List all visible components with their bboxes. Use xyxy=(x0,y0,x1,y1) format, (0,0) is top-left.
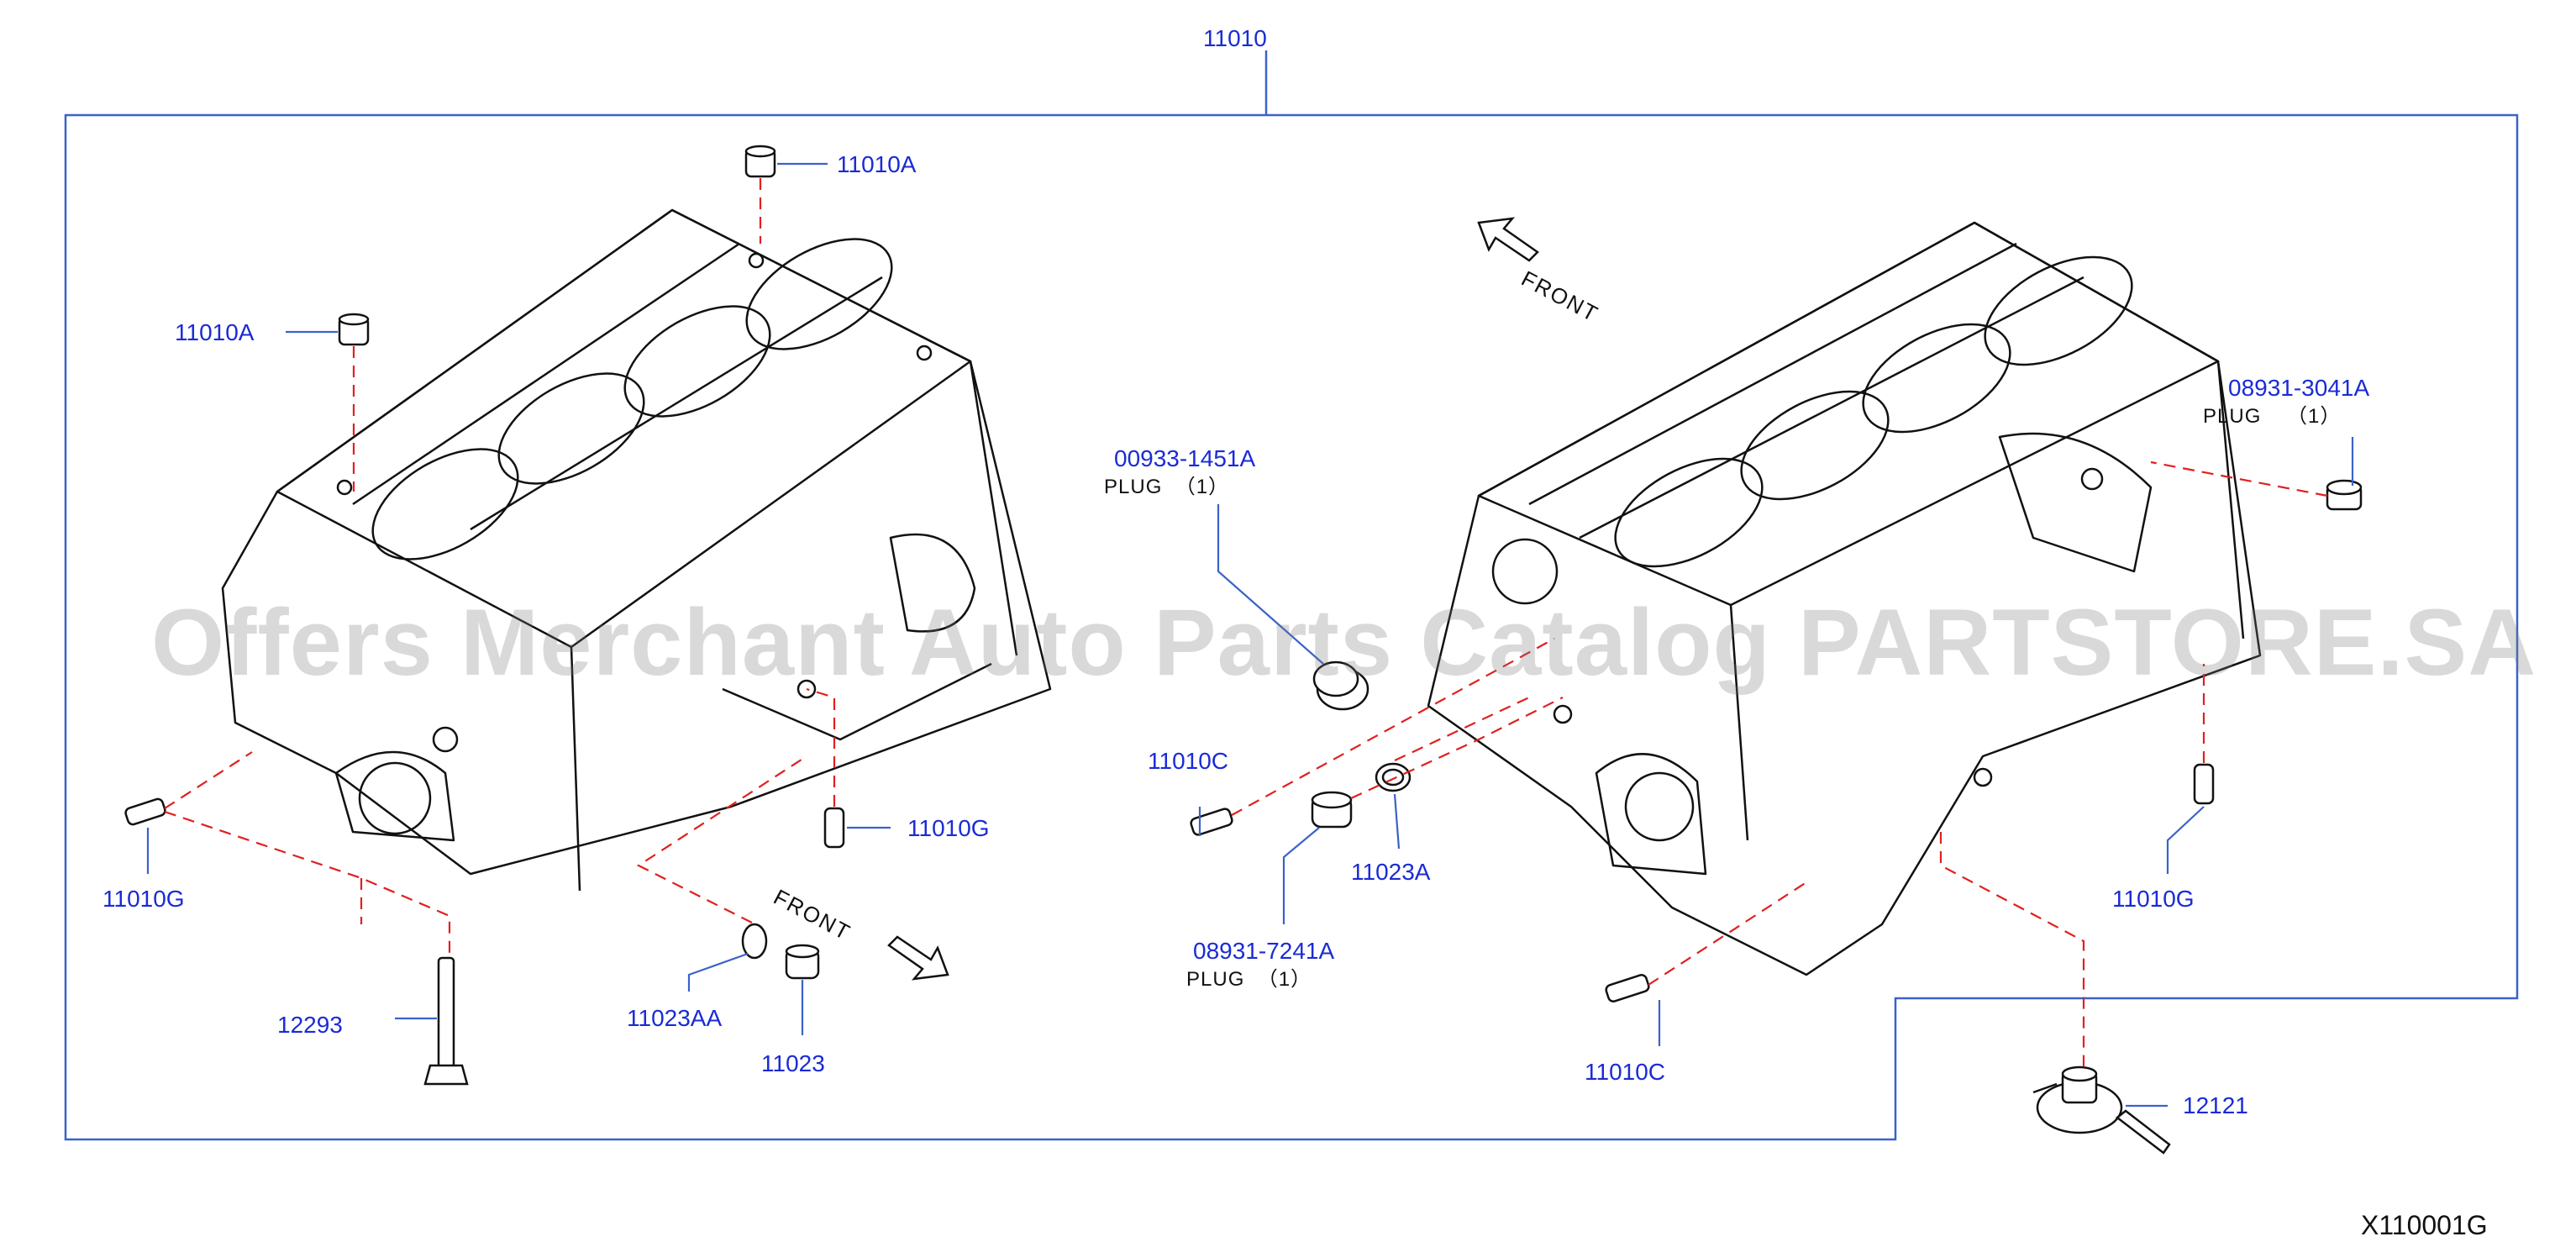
diagram-code: X110001G xyxy=(2361,1210,2488,1240)
front-arrow-icon-left xyxy=(887,935,949,981)
plug-00933-1451A[interactable] xyxy=(1312,660,1369,711)
dowel-11010C-b[interactable] xyxy=(1605,974,1650,1002)
knock-sensor-12121[interactable] xyxy=(2032,1065,2171,1155)
dowel-11010G-mid[interactable] xyxy=(823,807,845,849)
plug-text: PLUG xyxy=(1186,968,1245,991)
callout-11010G-mid[interactable]: 11010G xyxy=(907,815,990,841)
dashed-relation-lines xyxy=(164,178,2328,1072)
callout-08931-3041A[interactable]: 08931-3041A xyxy=(2228,375,2370,401)
callout-leaders xyxy=(146,162,2354,1108)
callout-11023A[interactable]: 11023A xyxy=(1351,859,1431,885)
front-arrow-icon-right xyxy=(1477,217,1539,262)
callout-11010C-a[interactable]: 11010C xyxy=(1148,748,1229,774)
callout-12293[interactable]: 12293 xyxy=(277,1012,343,1038)
callout-11010G-right[interactable]: 11010G xyxy=(2112,886,2195,912)
plug-label-00933: PLUG （1） xyxy=(1104,477,1229,497)
assembly-part-number[interactable]: 11010 xyxy=(1203,25,1267,51)
watermark: Offers Merchant Auto Parts Catalog PARTS… xyxy=(151,590,2537,695)
right-cylinder-block[interactable] xyxy=(1427,221,2262,976)
washer-11023A[interactable] xyxy=(1375,762,1412,792)
callout-00933-1451A[interactable]: 00933-1451A xyxy=(1114,445,1256,471)
callout-11010C-b[interactable]: 11010C xyxy=(1585,1059,1666,1085)
dowel-11010G-right[interactable] xyxy=(2193,763,2215,805)
plug-08931-3041A[interactable] xyxy=(2326,479,2363,511)
qty-text: （1） xyxy=(1175,476,1230,498)
callout-11010G-left[interactable]: 11010G xyxy=(103,886,185,912)
plug-text: PLUG xyxy=(1104,476,1163,498)
assembly-frame xyxy=(64,113,2519,1141)
callout-11023AA[interactable]: 11023AA xyxy=(627,1005,723,1031)
plug-label-08931-3041: PLUG （1） xyxy=(2203,407,2341,427)
bushing-11023[interactable] xyxy=(785,944,820,980)
dowel-11010A-left[interactable] xyxy=(338,313,370,346)
callout-11010A-left[interactable]: 11010A xyxy=(175,319,255,345)
qty-text: （1） xyxy=(1257,968,1312,991)
callout-12121[interactable]: 12121 xyxy=(2183,1092,2248,1118)
plug-08931-7241A[interactable] xyxy=(1311,791,1353,829)
plug-text: PLUG xyxy=(2203,405,2262,428)
callout-11023[interactable]: 11023 xyxy=(761,1050,825,1076)
plug-label-08931-7241: PLUG （1） xyxy=(1186,970,1312,990)
dowel-11010A-top[interactable] xyxy=(744,145,776,178)
dowel-11010G-left[interactable] xyxy=(124,797,166,826)
callout-08931-7241A[interactable]: 08931-7241A xyxy=(1193,938,1335,964)
callout-11010A-top[interactable]: 11010A xyxy=(837,151,917,177)
qty-text: （1） xyxy=(2287,405,2342,428)
left-cylinder-block[interactable] xyxy=(221,208,1052,892)
dowel-11010C-a[interactable] xyxy=(1190,808,1233,836)
seal-11023AA[interactable] xyxy=(741,923,768,960)
bolt-12293[interactable] xyxy=(423,956,469,1086)
